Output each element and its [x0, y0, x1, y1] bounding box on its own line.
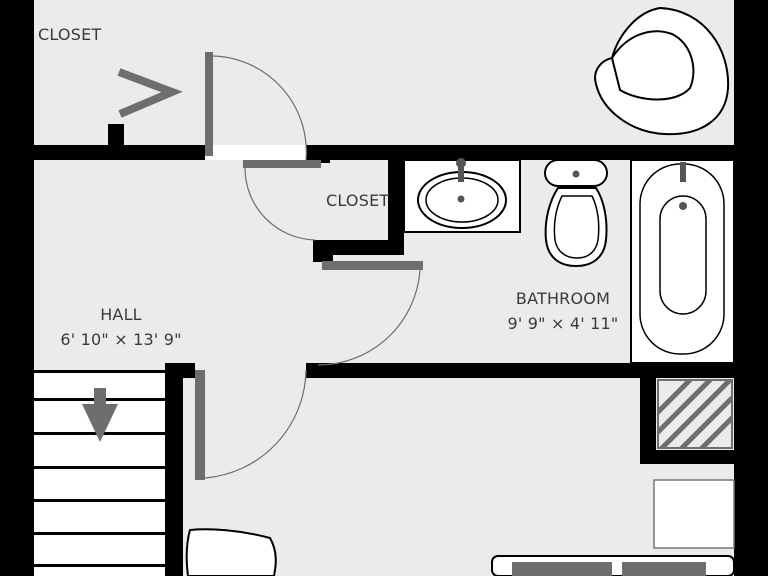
closet-top-door-swing: [212, 55, 307, 161]
bathroom-sink: [403, 158, 521, 233]
stair-wall: [165, 363, 183, 576]
lower-room-door-swing: [204, 369, 307, 479]
bathroom-door: [322, 261, 423, 270]
closet-mid-wall-bottom: [313, 240, 404, 255]
closet-mid-wall-right: [388, 160, 404, 255]
chevron-right-icon: [117, 68, 183, 118]
closet-mid-jamb: [313, 240, 333, 262]
toilet: [544, 159, 608, 268]
closet-wall-right-segment: [306, 145, 734, 160]
cabinet: [491, 479, 735, 576]
utility-shaft: [656, 378, 734, 450]
down-arrow-icon: [82, 388, 118, 442]
closet-wall-left-segment: [34, 145, 205, 160]
utility-wall-left: [640, 378, 656, 463]
bathroom-door-swing: [317, 269, 421, 366]
bathtub: [630, 159, 735, 364]
chair: [185, 528, 277, 576]
armchair: [594, 6, 730, 136]
door-jamb: [306, 145, 330, 163]
closet-mid-door: [243, 160, 321, 168]
closet-mid-label: CLOSET: [326, 191, 389, 210]
hall-dimensions: 6' 10" × 13' 9": [60, 330, 181, 349]
bathroom-wall-bottom: [306, 363, 734, 378]
lower-room-door: [195, 370, 205, 480]
outer-wall-left: [0, 0, 34, 576]
closet-mid-door-swing: [244, 167, 316, 241]
utility-wall-bottom: [640, 450, 734, 464]
closet-top-door: [205, 52, 213, 156]
outer-wall-right: [734, 0, 768, 576]
closet-rod-post: [108, 124, 124, 150]
hall-label: HALL: [100, 305, 142, 324]
bathroom-label: BATHROOM: [516, 289, 610, 308]
closet-top-label: CLOSET: [38, 25, 101, 44]
bathroom-dimensions: 9' 9" × 4' 11": [508, 314, 619, 333]
doors: [195, 52, 423, 480]
